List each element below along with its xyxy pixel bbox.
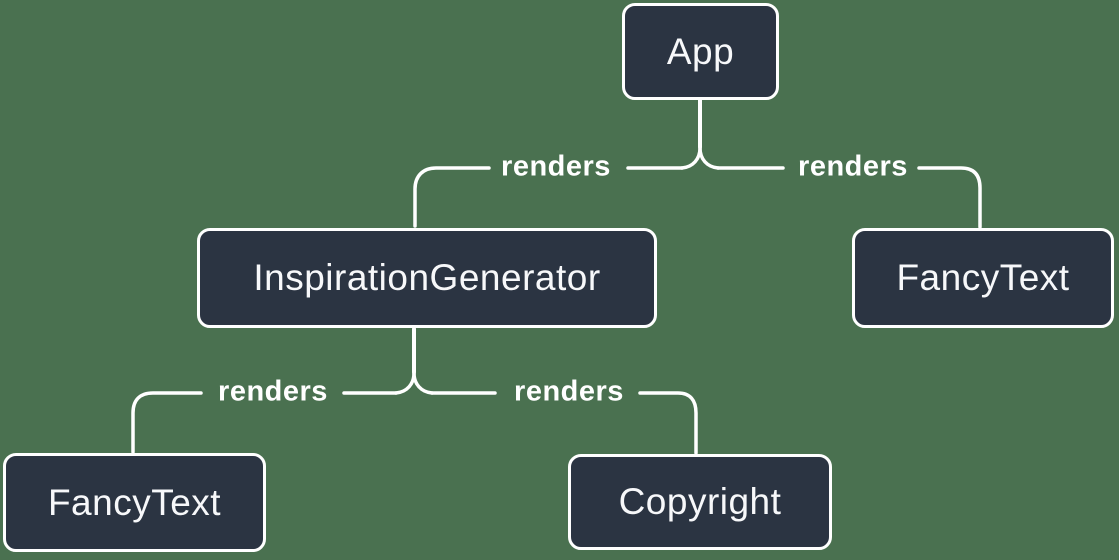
edge-inspirationgenerator-fancytext bbox=[131, 391, 398, 454]
node-fancy-text-left-label: FancyText bbox=[47, 481, 222, 523]
node-app-label: App bbox=[666, 30, 735, 72]
node-fancy-text-right: FancyText bbox=[852, 228, 1114, 328]
edge-label-renders-inspiration-copyright: renders bbox=[514, 375, 624, 408]
edge-segment bbox=[917, 166, 982, 229]
edge-segment bbox=[413, 166, 491, 228]
edge-label-renders-app-inspiration: renders bbox=[501, 150, 611, 183]
node-copyright-label: Copyright bbox=[618, 481, 782, 522]
edge-app-fancytext bbox=[716, 166, 982, 229]
edge-segment bbox=[638, 391, 698, 455]
edge-app-inspirationgenerator bbox=[413, 166, 684, 228]
node-inspiration-generator-label: InspirationGenerator bbox=[253, 257, 601, 298]
edge-fork-inspirationgenerator bbox=[394, 327, 434, 395]
node-app: App bbox=[622, 3, 779, 100]
node-copyright: Copyright bbox=[568, 454, 832, 550]
edge-inspiration-fork-right-curve bbox=[412, 371, 434, 395]
edge-inspiration-fork-left-curve bbox=[394, 371, 416, 395]
node-fancy-text-right-label: FancyText bbox=[896, 257, 1070, 298]
edge-segment bbox=[131, 391, 203, 454]
node-inspiration-generator: InspirationGenerator bbox=[197, 228, 657, 328]
edge-app-fork-left-curve bbox=[680, 146, 702, 170]
node-fancy-text-left: FancyText bbox=[3, 453, 266, 552]
edge-label-renders-app-fancytext: renders bbox=[798, 150, 908, 183]
edge-inspirationgenerator-copyright bbox=[430, 391, 698, 455]
edge-label-renders-inspiration-fancytext: renders bbox=[218, 375, 328, 408]
edge-app-fork-right-curve bbox=[698, 146, 720, 170]
edge-fork-app bbox=[680, 97, 720, 170]
